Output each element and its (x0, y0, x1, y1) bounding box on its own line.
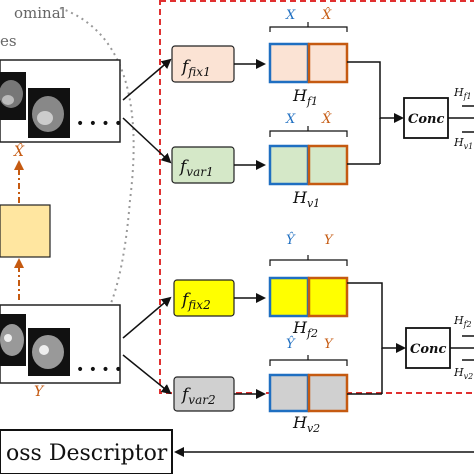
hf1-right-top-label: X̂ (321, 7, 332, 23)
arrow-to-ffix2 (122, 296, 172, 339)
fvar2-block: fvar2 (173, 376, 235, 412)
caption-line-2: es (0, 32, 17, 50)
hv2-label: Hv2 (292, 413, 320, 435)
connector-hf2-to-conc (347, 282, 406, 353)
hf2-left-top-label: Ŷ (286, 232, 296, 248)
hf1-feature-map: X X̂ Hf1 (268, 7, 349, 108)
xhat-label: X̂ (13, 142, 25, 160)
conc-top-out2: Hv1 (453, 136, 473, 151)
descriptor-box (0, 429, 173, 474)
ffix1-block: ffix1 (171, 45, 235, 83)
arrow-to-fvar1 (122, 117, 172, 164)
svg-text:Conc: Conc (410, 342, 446, 357)
hv2-feature-map: Ŷ Y Hv2 (268, 336, 349, 435)
dotted-arc (59, 7, 135, 331)
transform-block (0, 204, 51, 258)
svg-text:fvar1: fvar1 (178, 157, 214, 179)
svg-text:fvar2: fvar2 (180, 385, 216, 407)
hf1-left-top-label: X (285, 8, 296, 23)
ct-slice-1-organ (0, 324, 24, 356)
connector-hf1-to-conc (347, 61, 404, 123)
descriptor-label: oss Descriptor (6, 441, 168, 466)
arrow-to-ffix1 (122, 58, 172, 101)
arrow-to-fvar2 (122, 354, 172, 395)
hv1-right-top-label: X̂ (321, 111, 332, 127)
svg-text:Conc: Conc (408, 112, 444, 127)
ffix2-block: ffix2 (173, 279, 235, 317)
hf2-label: Hf2 (292, 318, 318, 340)
caption-line-1: ominal (14, 4, 66, 22)
fvar1-block: fvar1 (171, 146, 235, 184)
conc-bottom-out1: Hf2 (453, 314, 472, 329)
top-panel-ellipsis: • • • • (76, 116, 122, 132)
hv1-feature-map: X X̂ Hv1 (268, 111, 349, 210)
hv1-label: Hv1 (292, 188, 320, 210)
svg-text:ffix1: ffix1 (180, 57, 211, 79)
bottom-panel-ellipsis: • • • • (76, 362, 122, 378)
y-label: Y (34, 384, 45, 400)
hv2-left-top-label: Ŷ (286, 336, 296, 352)
conc-bottom-out2: Hv2 (453, 366, 473, 381)
conc-top-block: Conc (403, 97, 449, 139)
hv2-right-top-label: Y (324, 337, 334, 352)
hf2-right-top-label: Y (324, 233, 334, 248)
conc-bottom-block: Conc (405, 327, 451, 369)
hf1-label: Hf1 (292, 86, 318, 108)
hf2-feature-map: Ŷ Y Hf2 (268, 232, 349, 340)
conc-top-out1: Hf1 (453, 86, 472, 101)
hv1-left-top-label: X (285, 112, 296, 127)
svg-text:ffix2: ffix2 (180, 290, 211, 312)
